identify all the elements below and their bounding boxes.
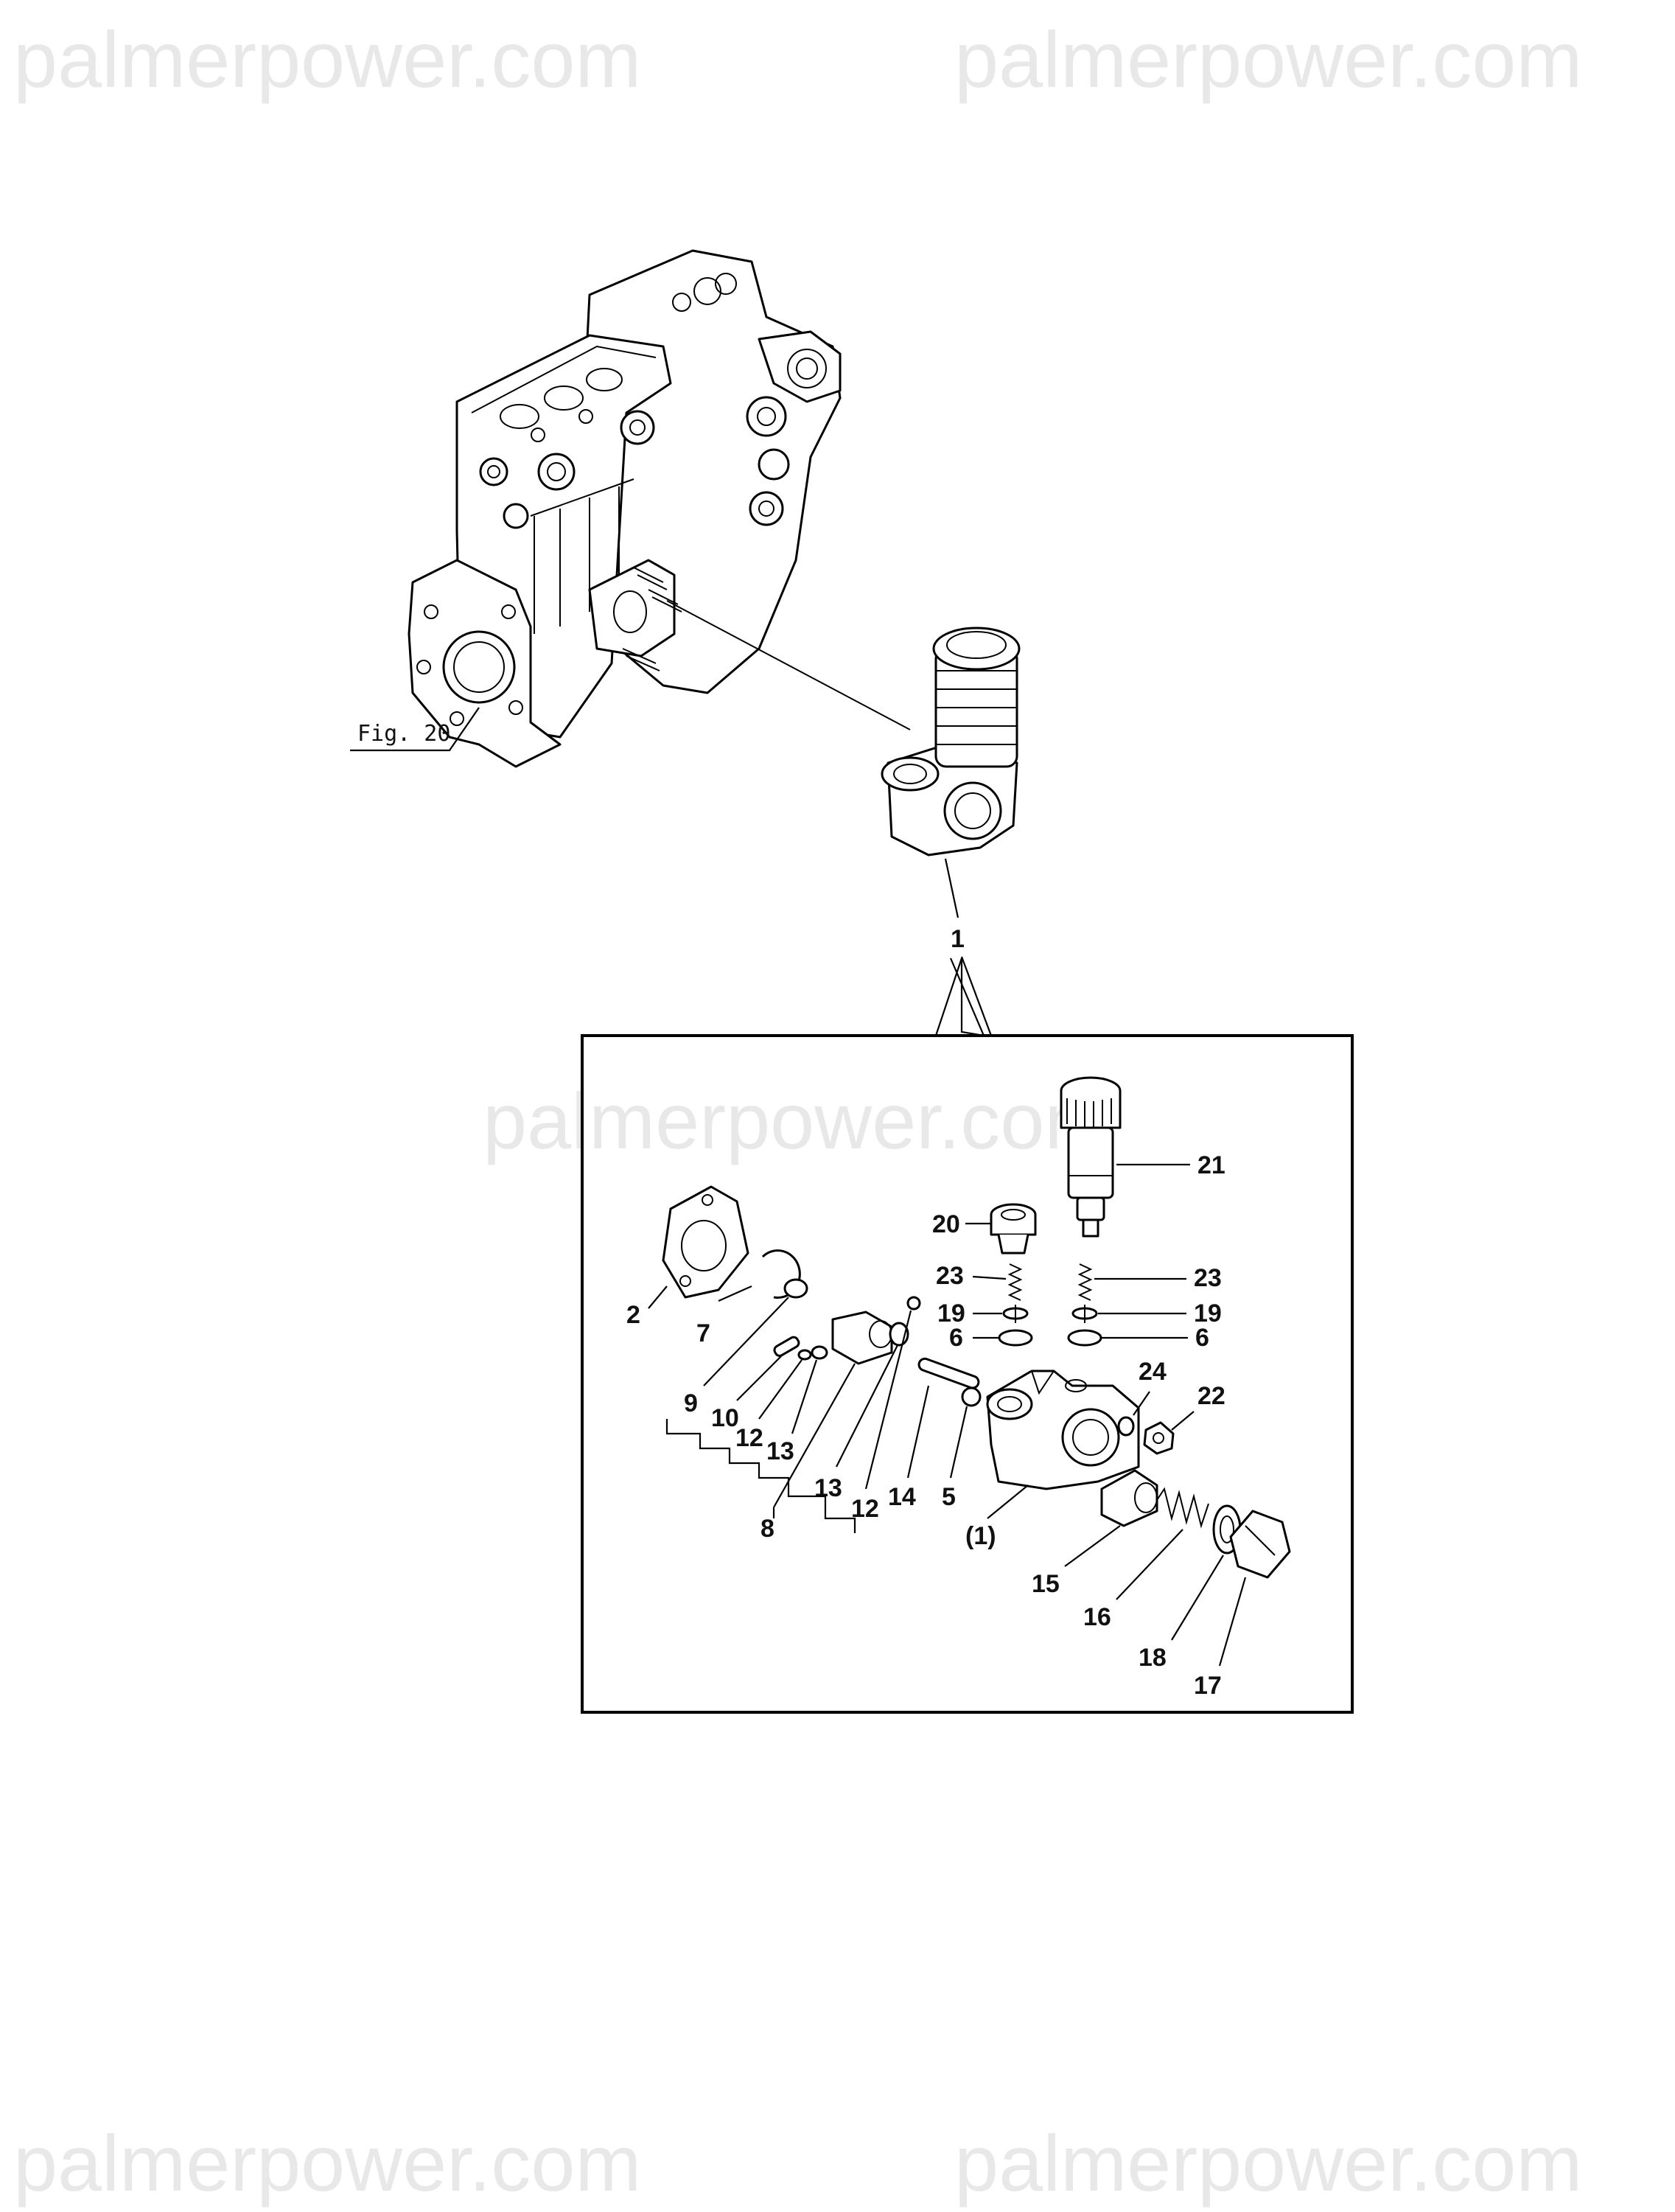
callout-1-leader	[944, 858, 959, 918]
label-part-19-right: 19	[1194, 1299, 1222, 1327]
label-part-7: 7	[696, 1319, 710, 1347]
ring-13	[811, 1345, 828, 1360]
watermark-top-right: palmerpower.com	[954, 15, 1582, 104]
label-part-8: 8	[760, 1515, 774, 1543]
figure-reference: Fig. 20	[350, 707, 480, 752]
label-part-24: 24	[1139, 1358, 1167, 1386]
spring-23-right	[1077, 1263, 1093, 1301]
label-part-16: 16	[1083, 1603, 1111, 1631]
push-rod-14	[917, 1357, 980, 1389]
label-part-18: 18	[1139, 1644, 1167, 1672]
detail-box-pointer	[934, 957, 985, 1037]
callout-1-label: 1	[951, 925, 965, 953]
exploded-detail-frame	[581, 1034, 1354, 1714]
label-part-23-left: 23	[936, 1262, 964, 1290]
label-part-6-left: 6	[949, 1324, 963, 1352]
label-part-13-a: 13	[766, 1437, 794, 1465]
injection-pump-housing	[408, 249, 842, 768]
washer-12	[797, 1349, 812, 1361]
tappet-8	[831, 1311, 893, 1365]
label-part-23-right: 23	[1194, 1264, 1222, 1292]
label-part-12-b: 12	[851, 1495, 879, 1523]
valve-19-right	[1071, 1305, 1098, 1323]
spring-23-left	[1007, 1263, 1023, 1301]
plug-17	[1229, 1510, 1291, 1579]
label-part-12-a: 12	[735, 1424, 763, 1452]
group-bracket	[665, 1419, 856, 1533]
cap-9	[783, 1278, 808, 1299]
spring-16	[1156, 1487, 1209, 1529]
nut-22	[1143, 1421, 1175, 1455]
plug-20	[990, 1203, 1037, 1255]
check-valve-15	[1100, 1469, 1158, 1527]
label-part-17: 17	[1194, 1672, 1222, 1700]
priming-pump	[1060, 1076, 1122, 1238]
label-part-9: 9	[684, 1389, 698, 1417]
watermark-center: palmerpower.com	[483, 1076, 1111, 1165]
label-part-5: 5	[942, 1483, 956, 1511]
label-part-2: 2	[626, 1301, 640, 1329]
label-part-14: 14	[888, 1483, 916, 1511]
watermark-bottom-left: palmerpower.com	[13, 2118, 641, 2208]
feed-pump-body	[986, 1370, 1140, 1490]
watermark-bottom-right: palmerpower.com	[954, 2118, 1582, 2208]
washer-5	[961, 1386, 982, 1407]
label-part-13-b: 13	[814, 1474, 842, 1502]
washer-12-b	[906, 1296, 921, 1311]
label-part-10: 10	[711, 1404, 739, 1432]
label-part-22: 22	[1197, 1382, 1225, 1410]
label-part-20: 20	[932, 1210, 960, 1238]
gasket-6-right	[1067, 1329, 1102, 1347]
valve-19-left	[1002, 1305, 1029, 1323]
watermark-top-left: palmerpower.com	[13, 15, 641, 104]
gasket-6-left	[998, 1329, 1033, 1347]
label-part-21: 21	[1197, 1151, 1225, 1179]
seal-24	[1117, 1416, 1135, 1437]
label-part-15: 15	[1032, 1570, 1060, 1598]
gasket-2	[662, 1185, 749, 1299]
feed-pump-assembly	[881, 627, 1021, 856]
label-part-19-left: 19	[937, 1299, 965, 1327]
pin-10	[773, 1336, 800, 1357]
mounting-leader-line	[666, 600, 911, 730]
label-part-1-body: (1)	[965, 1522, 996, 1550]
figure-ref-label: Fig. 20	[357, 721, 450, 747]
label-part-6-right: 6	[1195, 1324, 1209, 1352]
